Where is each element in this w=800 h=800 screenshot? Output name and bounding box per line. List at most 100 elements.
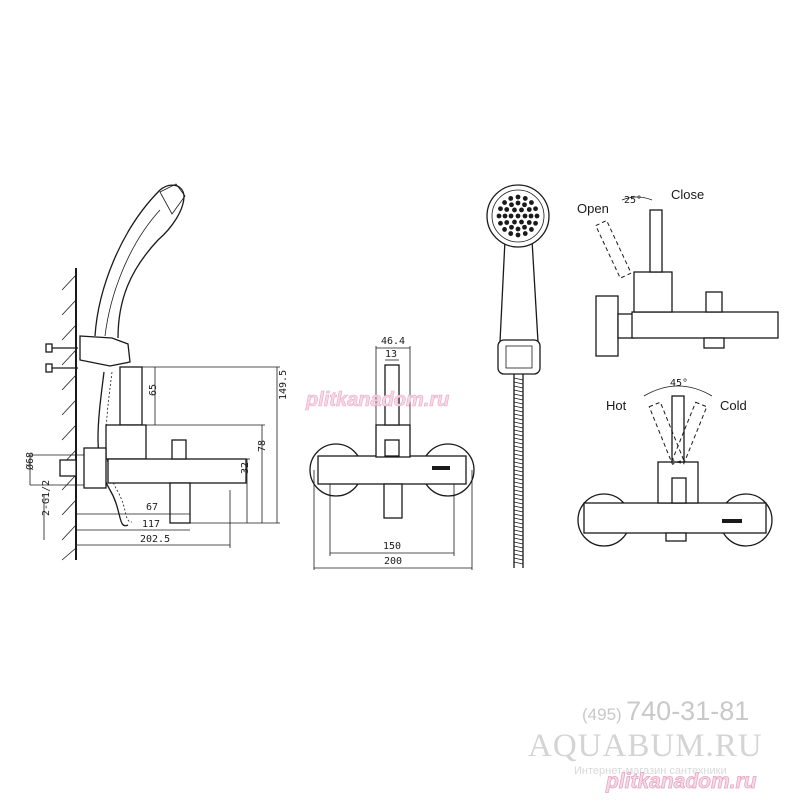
- nozzle: [515, 200, 521, 206]
- hose-coil: [513, 509, 524, 513]
- label-cold: Cold: [720, 398, 747, 413]
- nozzle: [526, 220, 532, 225]
- dim-32: 32: [240, 462, 251, 474]
- nozzle: [515, 232, 521, 238]
- nozzle: [504, 207, 510, 212]
- hose-coil: [513, 449, 524, 453]
- watermark-bottom: plitkanadom.ru: [606, 770, 757, 794]
- dim-117: 117: [142, 519, 160, 530]
- flange-oc: [595, 295, 619, 357]
- dim-13: 13: [385, 349, 397, 360]
- hose-coil: [513, 525, 524, 529]
- hose-coil: [513, 457, 524, 461]
- front-view: 46.4 13 150 200: [309, 336, 475, 570]
- hose-coil: [513, 381, 524, 385]
- arc-45: [643, 385, 713, 397]
- nozzle: [533, 206, 538, 212]
- nozzle: [512, 207, 517, 213]
- nozzle: [519, 219, 524, 225]
- spout-hc: [665, 532, 687, 542]
- body-side: [107, 458, 247, 484]
- lever-cold: [671, 401, 708, 465]
- hose-coil: [513, 421, 524, 425]
- nozzle: [504, 220, 510, 225]
- front-dimensions: [313, 346, 473, 570]
- brand-plate: [432, 466, 450, 470]
- hose-coil: [513, 377, 524, 381]
- hose-coil: [513, 473, 524, 477]
- hose-coil: [513, 437, 524, 441]
- nozzle: [528, 213, 534, 219]
- hose-coil: [513, 413, 524, 417]
- hose-coil: [513, 513, 524, 517]
- hose-coil: [513, 521, 524, 525]
- nozzle: [509, 202, 514, 208]
- dim-46-4: 46.4: [381, 336, 405, 347]
- diverter-front: [384, 439, 400, 457]
- watermark-subtitle: Интернет-магазин сантехники: [574, 765, 727, 777]
- hand-shower-front: [486, 184, 550, 568]
- hose-coil: [513, 481, 524, 485]
- cartridge-oc: [633, 271, 673, 313]
- hose-coil: [513, 537, 524, 541]
- lever-close: [649, 209, 663, 273]
- diverter-side: [171, 439, 187, 460]
- phone-code: (495): [582, 705, 622, 724]
- hose-coil: [513, 453, 524, 457]
- hose-coil: [513, 405, 524, 409]
- nozzle: [498, 206, 503, 212]
- nozzle: [534, 213, 540, 219]
- phone-number: 740-31-81: [626, 696, 750, 726]
- hand-shower-edge: [104, 209, 161, 337]
- nozzle: [515, 213, 521, 219]
- hose-coil: [513, 465, 524, 469]
- wall-hatch: [61, 274, 77, 561]
- dim-200: 200: [384, 556, 402, 567]
- hose-coil: [513, 485, 524, 489]
- hose-coil: [513, 549, 524, 553]
- hose-coil: [513, 477, 524, 481]
- watermark-phone: (495) 740-31-81: [582, 696, 749, 727]
- hose-coil: [513, 417, 524, 421]
- hose-coil: [513, 553, 524, 557]
- hose-coil: [513, 557, 524, 561]
- holder-screws: [45, 343, 78, 373]
- open-close-view: Open 25° Close: [577, 187, 779, 357]
- diverter-oc: [705, 291, 723, 313]
- hose-coils: [513, 377, 524, 565]
- nozzle: [533, 220, 538, 226]
- label-open: Open: [577, 201, 609, 216]
- side-view: 65 149.5 78 32 Ø68 2-G1/2 67 117 202.5: [24, 183, 289, 561]
- hose-coil: [513, 393, 524, 397]
- hose-coil: [513, 389, 524, 393]
- nozzle: [522, 224, 527, 230]
- nozzle: [502, 200, 507, 205]
- hose-coil: [513, 505, 524, 509]
- dim-149-5: 149.5: [278, 370, 289, 400]
- hot-cold-view: Hot 45° Cold: [577, 378, 773, 547]
- hose-coil: [513, 541, 524, 545]
- dim-d68: Ø68: [24, 452, 36, 470]
- nozzle: [502, 227, 507, 232]
- shower-holder-front: [497, 339, 541, 375]
- shower-handle: [499, 239, 539, 343]
- nozzle: [529, 227, 534, 232]
- hose-coil: [513, 409, 524, 413]
- hose-coil: [513, 425, 524, 429]
- body-hc: [583, 502, 767, 534]
- dim-65: 65: [148, 384, 159, 396]
- lever-center: [671, 395, 685, 463]
- label-25: 25°: [624, 195, 642, 206]
- label-hot: Hot: [606, 398, 627, 413]
- hose-coil: [513, 441, 524, 445]
- nozzle: [515, 194, 521, 200]
- nozzle: [522, 202, 527, 208]
- lever-side: [119, 366, 143, 426]
- dim-g12: 2-G1/2: [41, 480, 52, 516]
- hand-shower-body: [94, 184, 185, 339]
- hose-coil: [513, 497, 524, 501]
- dim-78: 78: [257, 440, 268, 452]
- lever-open: [595, 219, 632, 279]
- hose-coil: [513, 429, 524, 433]
